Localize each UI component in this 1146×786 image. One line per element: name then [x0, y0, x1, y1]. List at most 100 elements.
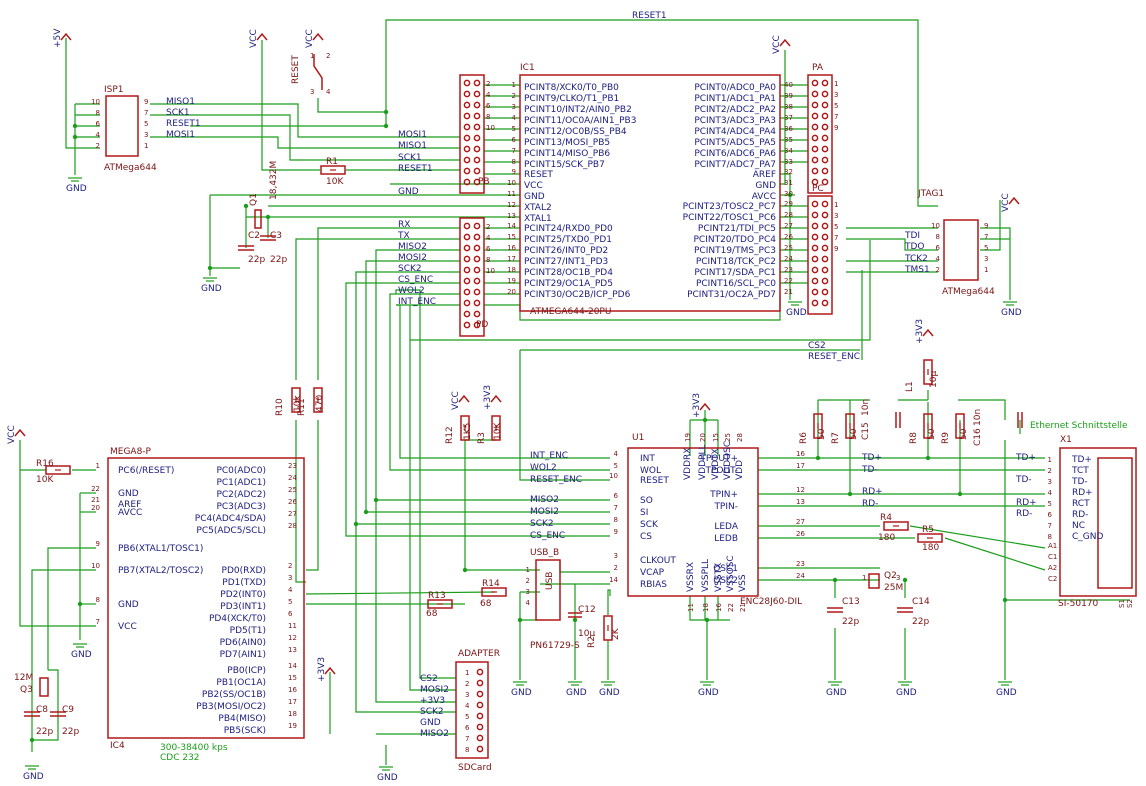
ic4-pin-number: 11 — [288, 622, 297, 630]
net-reset1-top: RESET1 — [632, 11, 667, 21]
gnd-symbol-label: GND — [377, 773, 398, 783]
ic4-pin-number: 9 — [96, 540, 100, 548]
power-vcc-label: VCC — [249, 29, 259, 48]
header-pin — [463, 233, 471, 241]
wire — [261, 40, 320, 171]
u1-bottom-number: 22 — [727, 603, 735, 612]
header-pin — [473, 112, 481, 120]
ic4-pin-signal: AREF — [118, 500, 141, 510]
header-pin-number: 8 — [486, 256, 490, 264]
net-3v3-adapter: +3V3 — [420, 696, 445, 706]
ic4-pin-number: 25 — [288, 486, 297, 494]
net-wol2-u1: WOL2 — [530, 463, 557, 473]
u1-bottom-signal: VSSOSC — [726, 555, 736, 592]
x1-led-pin: A1 — [1048, 542, 1057, 550]
ic1-pin-number: 19 — [507, 277, 516, 285]
ic1-pin-signal: PCINT27/INT1_PD3 — [524, 257, 608, 267]
header-pin-number: 1 — [834, 201, 838, 209]
junction-dot — [572, 617, 578, 623]
net-sck1-ic1: SCK1 — [398, 153, 422, 163]
ic1-pin-signal: PCINT1/ADC1_PA1 — [694, 94, 776, 104]
net-miso2: MISO2 — [398, 242, 427, 252]
header-pin — [463, 310, 471, 318]
wire — [306, 420, 319, 571]
header-pin — [463, 244, 471, 252]
part-r10 — [291, 387, 301, 413]
wire — [295, 420, 306, 583]
gnd-symbol-label: GND — [996, 688, 1017, 698]
ic4-note-cdc: CDC 232 — [160, 753, 200, 763]
part-c14-value: 22p — [912, 617, 929, 627]
part-c9-ref: C9 — [62, 705, 74, 715]
ic4-pin-signal: PB4(MISO) — [218, 714, 266, 724]
ic4-pin-signal: AVCC — [118, 508, 142, 518]
wire — [317, 98, 386, 113]
junction-dot — [1002, 597, 1008, 603]
ic1-pin-signal: PCINT17/SDA_PC1 — [694, 268, 776, 278]
part-c2-ref: C2 — [248, 231, 260, 241]
usb-pin-number: 1 — [526, 566, 530, 574]
header-pin — [473, 156, 481, 164]
header-pin-number: 4 — [486, 91, 491, 99]
power-arrow — [699, 402, 711, 411]
header-pin — [473, 233, 481, 241]
ic4-pin-number: 2 — [288, 562, 292, 570]
u1-bottom-number: 21 — [739, 603, 747, 612]
header-pin — [811, 211, 819, 219]
header-pin — [821, 178, 829, 186]
header-pin-number: 7 — [834, 234, 838, 242]
wire — [65, 38, 100, 149]
isp1-body — [105, 95, 139, 157]
u1-pin-number: 8 — [614, 516, 618, 524]
x1-body — [1059, 447, 1137, 597]
net-cs2: CS2 — [808, 341, 826, 351]
header-pin — [463, 255, 471, 263]
net-tdplus-x1: TD+ — [1015, 453, 1036, 463]
part-r4-value: 180 — [878, 533, 895, 543]
u1-pin-number: 10 — [609, 472, 618, 480]
header-pd — [459, 217, 485, 337]
ic1-pin-number: 24 — [784, 255, 793, 263]
x1-pin-number: 1 — [1048, 456, 1052, 464]
header-pb-label: PB — [478, 177, 490, 187]
ic4-pin-number: 7 — [96, 618, 100, 626]
part-c12-ref: C12 — [578, 605, 596, 615]
wire — [345, 282, 610, 537]
u1-pin-signal: SI — [640, 508, 648, 518]
ic1-pin-signal: AVCC — [752, 192, 776, 202]
x1-shield-pin: S1 — [1118, 599, 1126, 608]
ic1-pin-number: 6 — [512, 136, 517, 144]
ic1-pin-number: 26 — [784, 233, 793, 241]
adapter-pin-number: 8 — [465, 746, 469, 754]
ic4-pin-number: 4 — [288, 586, 293, 594]
isp1-pin-number: 8 — [96, 109, 100, 117]
ic4-pin-number: 12 — [288, 634, 297, 642]
ic1-pin-signal: PCINT25/TXD0_PD1 — [524, 235, 612, 245]
u1-pin-number: 5 — [614, 462, 618, 470]
x1-pin-label: RCT — [1072, 499, 1090, 509]
header-pin — [473, 288, 481, 296]
ic1-pin-number: 28 — [784, 211, 793, 219]
adapter-pin-number: 7 — [465, 735, 469, 743]
part-r4 — [883, 521, 909, 531]
junction-dot — [353, 521, 359, 527]
u1-pin-signal: TPIN- — [713, 502, 738, 512]
header-pin — [821, 134, 829, 142]
usb-body — [535, 559, 561, 621]
net-sck2-adapter: SCK2 — [420, 707, 444, 717]
ic4-pin-signal: PC6(/RESET) — [118, 466, 174, 476]
ic4-pin-number: 5 — [288, 598, 292, 606]
part-r10-ref: R10 — [275, 398, 285, 416]
x1-jack — [1097, 457, 1133, 589]
part-q2-ref: Q2 — [884, 571, 897, 581]
junction-dot — [704, 617, 710, 623]
u1-top-signal: VDDOSC — [723, 441, 733, 480]
junction-dot — [847, 491, 853, 497]
header-pin — [821, 112, 829, 120]
adapter-pin — [476, 712, 484, 720]
ic1-pin-number: 30 — [784, 190, 793, 198]
header-pin — [811, 134, 819, 142]
part-c3-ref: C3 — [270, 231, 282, 241]
header-pin — [463, 178, 471, 186]
